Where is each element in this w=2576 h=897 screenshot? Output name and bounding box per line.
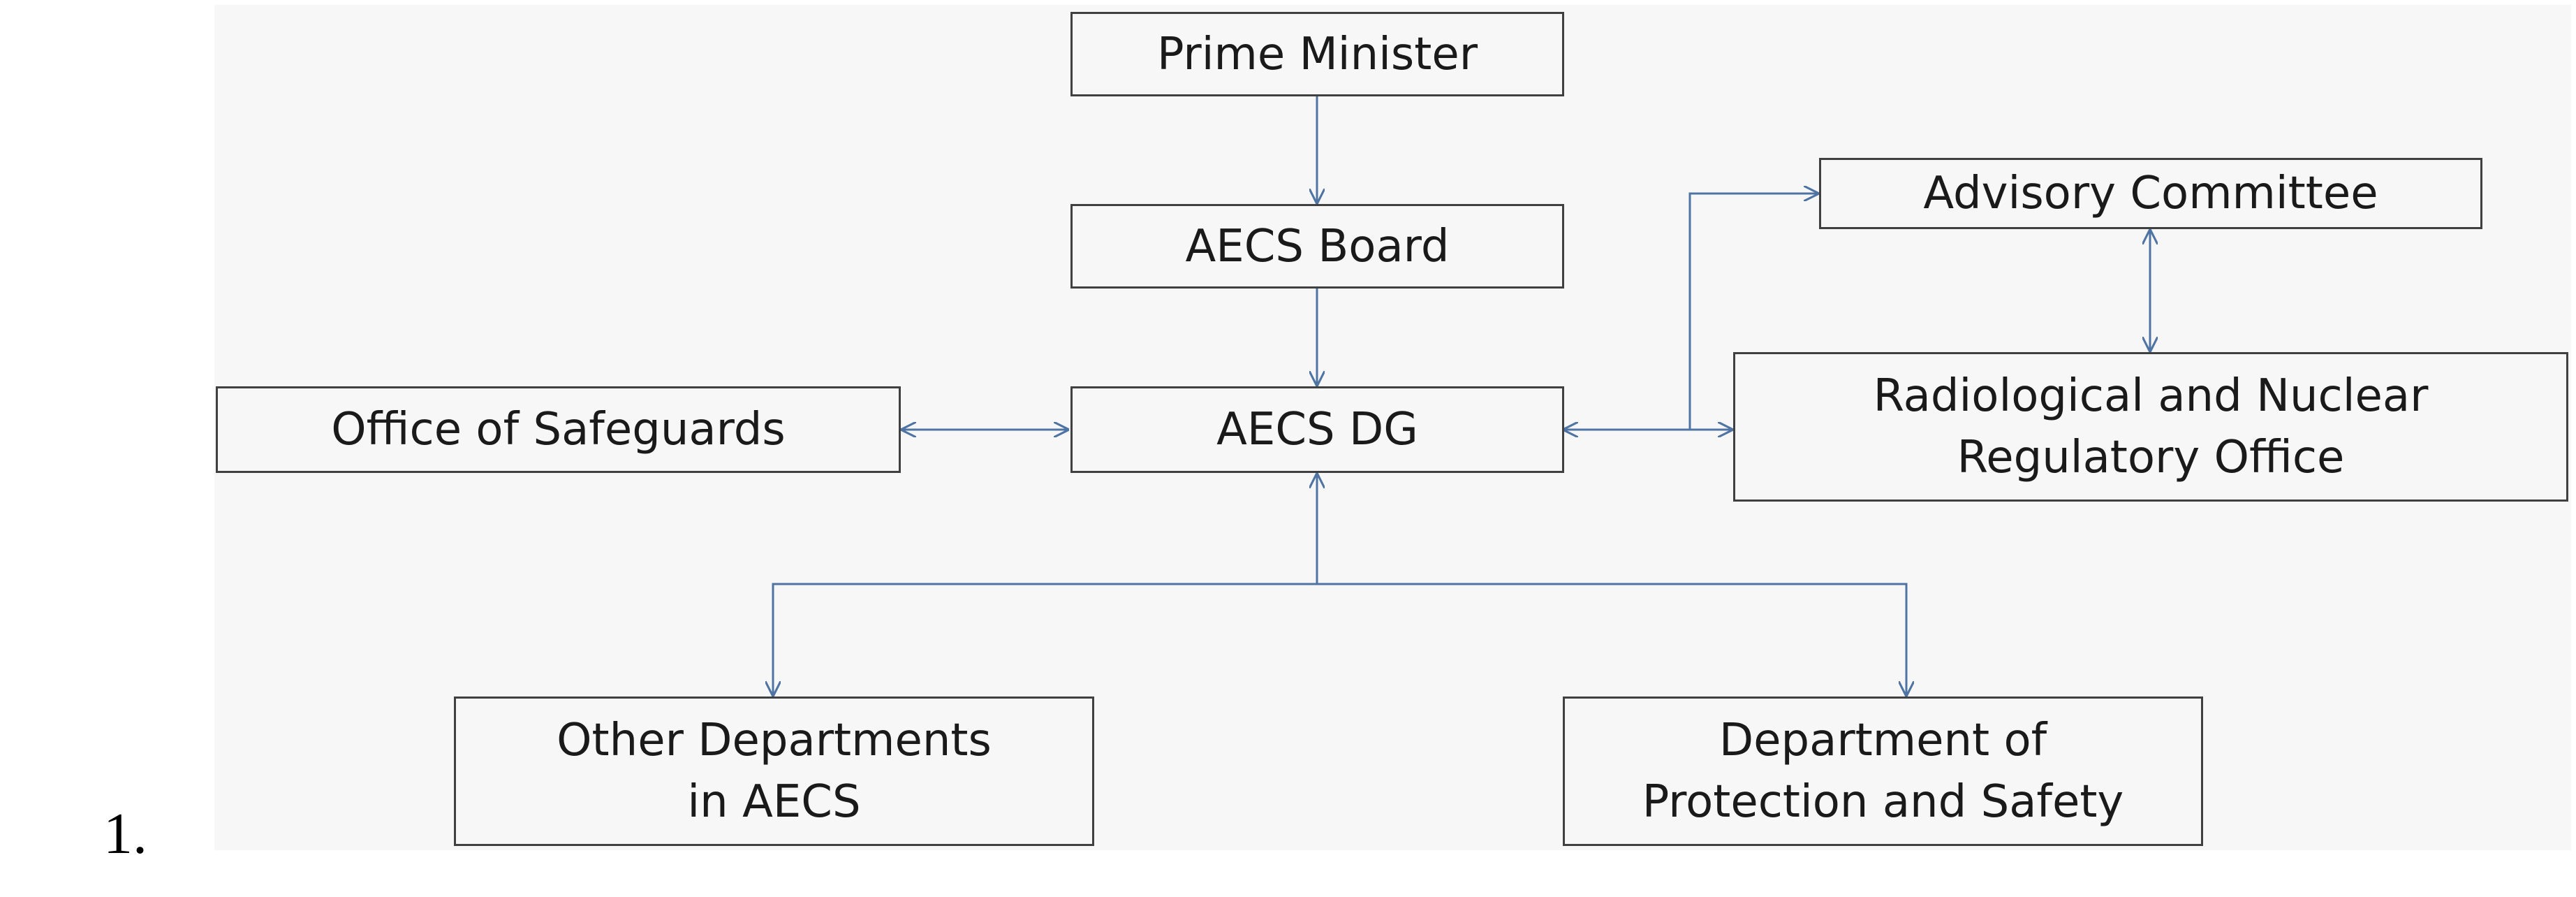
- list-number: 1.: [103, 801, 147, 866]
- node-other-departments: Other Departments in AECS: [454, 697, 1094, 846]
- edge-dg-advisory-committee: [1563, 194, 1819, 430]
- node-radiological-nuclear-regulatory-office: Radiological and Nuclear Regulatory Offi…: [1733, 352, 2568, 502]
- node-office-of-safeguards: Office of Safeguards: [216, 386, 901, 473]
- node-advisory-committee: Advisory Committee: [1819, 158, 2482, 229]
- node-prime-minister: Prime Minister: [1070, 12, 1564, 96]
- node-department-of-protection-and-safety: Department of Protection and Safety: [1563, 697, 2203, 846]
- node-aecs-board: AECS Board: [1070, 204, 1564, 289]
- edge-junction-department-protection: [1317, 583, 1906, 697]
- edge-junction-other-departments: [773, 583, 1317, 697]
- node-aecs-dg: AECS DG: [1070, 386, 1564, 473]
